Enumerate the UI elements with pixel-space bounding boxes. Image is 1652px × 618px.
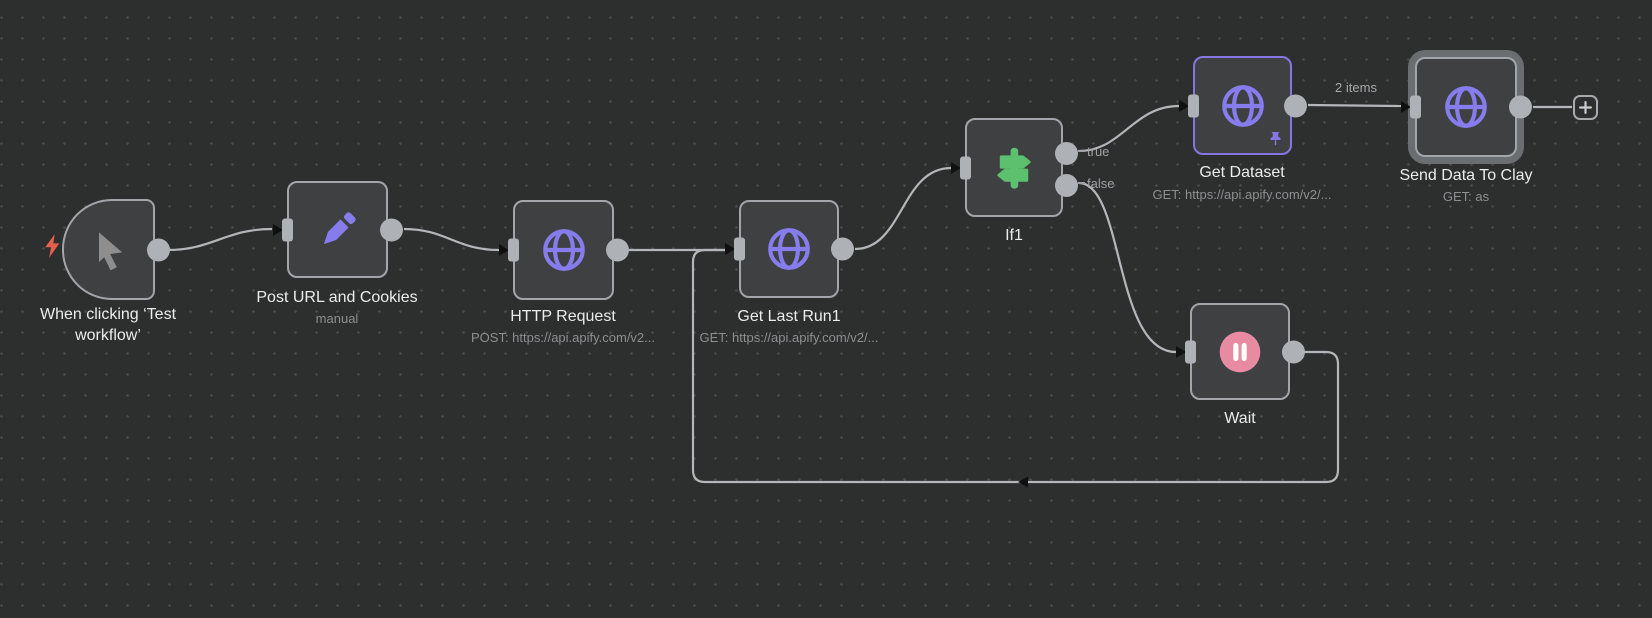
edge-arrowhead <box>951 161 961 174</box>
node-send-data-to-clay[interactable] <box>1401 57 1532 157</box>
pause-icon <box>1219 331 1261 372</box>
output-port[interactable] <box>606 238 629 262</box>
connection-getlastrun-to-if[interactable] <box>854 166 952 251</box>
connection-wait-loop-to-getlastrun[interactable] <box>691 248 1340 484</box>
pencil-icon <box>323 211 356 244</box>
label-stub <box>1078 182 1085 184</box>
input-port[interactable] <box>1188 94 1199 117</box>
connection-getdataset-to-send[interactable] <box>1307 103 1402 108</box>
output-port[interactable] <box>380 218 403 241</box>
globe-icon <box>1445 86 1487 128</box>
node-label: When clicking ‘Test workflow’ <box>39 306 177 344</box>
node-label: Post URL and Cookies <box>256 289 418 306</box>
loop-arrowhead <box>1018 476 1028 488</box>
edge-arrowhead <box>273 223 283 236</box>
globe-icon <box>542 229 585 271</box>
input-port[interactable] <box>734 237 745 261</box>
node-http-request[interactable] <box>499 200 629 300</box>
node-label: HTTP Request <box>510 308 616 325</box>
node-label: Get Last Run1 <box>737 308 841 325</box>
output-port[interactable] <box>1509 95 1532 119</box>
connection-if-true-to-getdataset[interactable] <box>1078 104 1180 153</box>
globe-icon <box>768 228 810 270</box>
input-port[interactable] <box>1185 340 1196 363</box>
node-label: Wait <box>1224 410 1256 427</box>
add-node-button[interactable] <box>1573 95 1598 120</box>
globe-icon <box>1221 84 1264 127</box>
node-subtitle: GET: as <box>1442 189 1490 204</box>
label-stub <box>1078 150 1085 152</box>
connection-if-false-to-wait[interactable] <box>1078 181 1177 354</box>
edge-arrowhead <box>1176 345 1186 358</box>
edge-arrowhead <box>1179 99 1189 112</box>
output-port[interactable] <box>1284 94 1307 117</box>
signpost-icon <box>997 147 1031 189</box>
connection-post-to-http[interactable] <box>403 227 500 252</box>
input-port[interactable] <box>960 156 971 179</box>
node-subtitle: GET: https://api.apify.com/v2/... <box>699 330 879 345</box>
node-get-dataset[interactable] <box>1179 56 1307 155</box>
output-port[interactable] <box>831 237 854 261</box>
input-port[interactable] <box>282 218 293 241</box>
edge-arrowhead <box>499 244 509 256</box>
branch-label-true: true <box>1087 144 1110 159</box>
node-wait[interactable] <box>1176 303 1305 400</box>
node-get-last-run1[interactable] <box>725 200 854 298</box>
lightning-bolt-icon <box>45 234 60 258</box>
output-port-true[interactable] <box>1055 142 1078 165</box>
output-port-false[interactable] <box>1055 174 1078 197</box>
edge-arrowhead <box>725 243 735 255</box>
node-subtitle: POST: https://api.apify.com/v2... <box>471 330 655 345</box>
branch-label-false: false <box>1087 176 1115 191</box>
node-post-url-and-cookies[interactable] <box>273 181 403 278</box>
edge-arrowhead <box>1401 101 1411 113</box>
plus-icon <box>1579 101 1592 114</box>
input-port[interactable] <box>508 238 519 262</box>
node-subtitle: GET: https://api.apify.com/v2/... <box>1152 187 1332 202</box>
output-port[interactable] <box>1282 340 1305 363</box>
node-if1[interactable] <box>951 118 1078 217</box>
node-label: Send Data To Clay <box>1399 167 1533 184</box>
node-trigger[interactable] <box>62 199 170 300</box>
edge-items-label: 2 items <box>1335 80 1377 95</box>
node-label: If1 <box>1005 227 1023 244</box>
node-subtitle: manual <box>315 311 359 326</box>
output-port[interactable] <box>147 238 170 261</box>
input-port[interactable] <box>1410 95 1421 119</box>
mouse-pointer-icon <box>98 231 122 270</box>
connection-trigger-to-post[interactable] <box>167 227 273 252</box>
pin-icon <box>1270 132 1281 146</box>
node-label: Get Dataset <box>1199 164 1285 181</box>
